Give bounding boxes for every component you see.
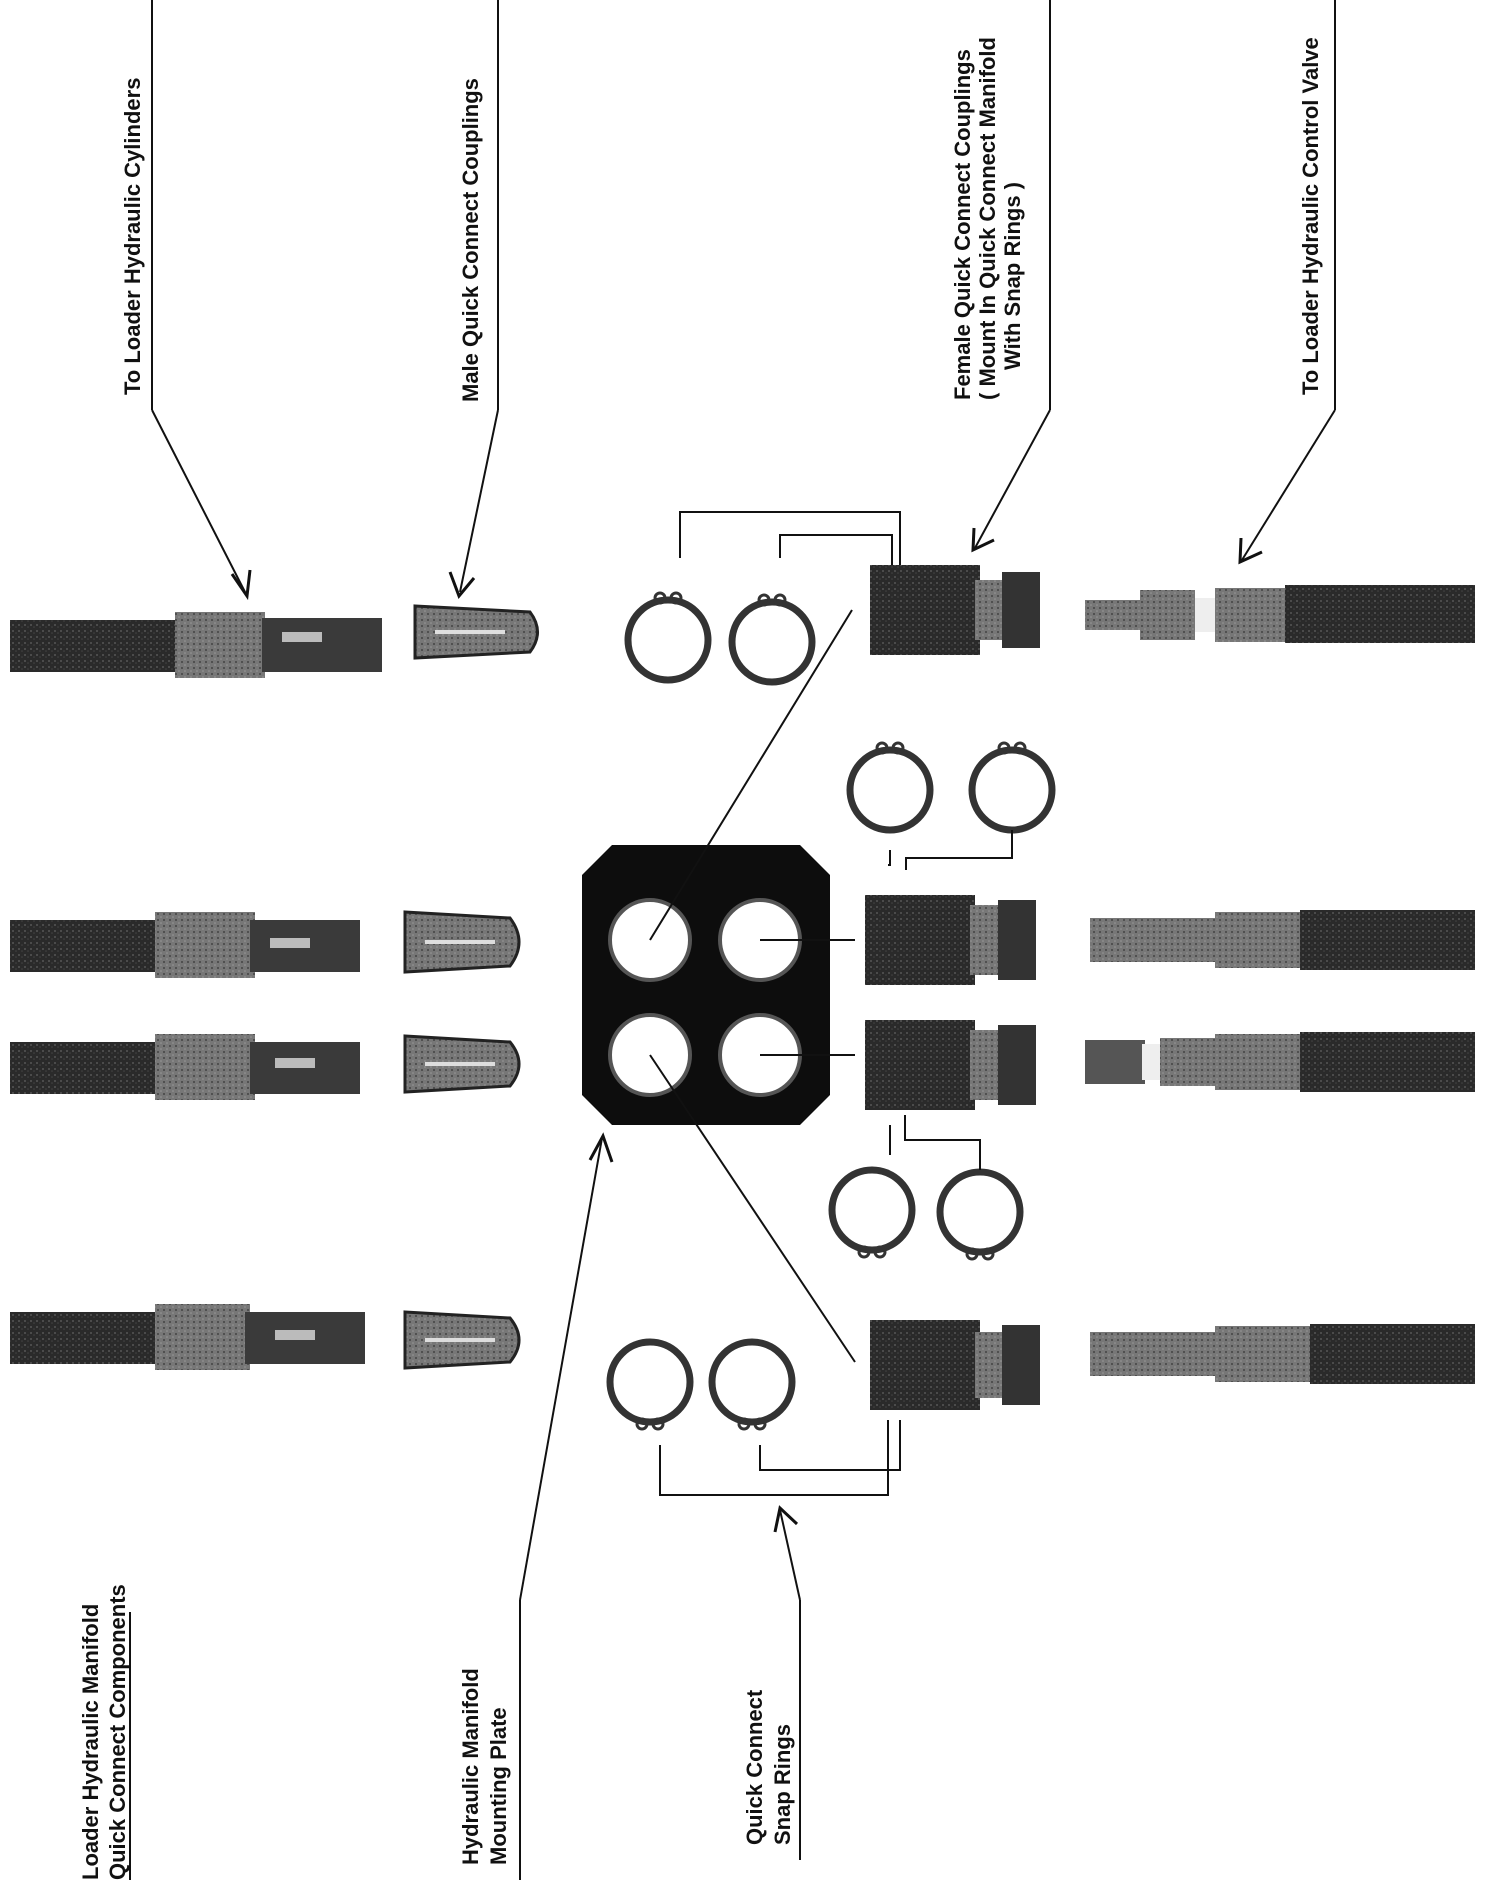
label-mounting-plate: Hydraulic Manifold Mounting Plate: [458, 1668, 511, 1865]
arrow-female-couplings: [973, 410, 1050, 550]
svg-text:Hydraulic Manifold: Hydraulic Manifold: [458, 1668, 483, 1865]
svg-text:Mounting Plate: Mounting Plate: [486, 1707, 511, 1865]
male-coupling-2: [405, 912, 519, 972]
hose-cylinder-1: [10, 612, 382, 678]
hose-valve-1: [1085, 585, 1475, 643]
arrow-mounting-plate: [520, 1136, 612, 1600]
male-coupling-4: [405, 1312, 519, 1368]
female-coupling-1: [870, 565, 1040, 655]
male-coupling-1: [415, 606, 538, 658]
label-female-couplings: Female Quick Connect Couplings ( Mount I…: [950, 37, 1025, 400]
hose-valve-4: [1090, 1324, 1475, 1384]
arrow-snap-rings: [775, 1508, 800, 1600]
hose-cylinder-3: [10, 1034, 360, 1100]
arrow-male-couplings: [450, 410, 498, 596]
snap-ring: [940, 1172, 1020, 1259]
hose-valve-3: [1085, 1032, 1475, 1092]
svg-text:Loader Hydraulic Manifold: Loader Hydraulic Manifold: [78, 1604, 103, 1880]
hose-cylinder-2: [10, 912, 360, 978]
svg-text:Quick Connect Components: Quick Connect Components: [105, 1584, 130, 1880]
svg-text:Quick Connect: Quick Connect: [742, 1689, 767, 1845]
svg-text:Snap Rings: Snap Rings: [770, 1724, 795, 1845]
snap-ring: [732, 595, 812, 682]
snap-ring: [832, 1170, 912, 1257]
arrow-to-cylinders: [152, 410, 250, 596]
label-male-couplings: Male Quick Connect Couplings: [458, 78, 483, 402]
hose-cylinder-4: [10, 1304, 365, 1370]
snap-ring: [972, 743, 1052, 830]
male-coupling-3: [405, 1036, 519, 1092]
svg-text:Female Quick Connect Couplings: Female Quick Connect Couplings: [950, 49, 975, 400]
female-coupling-3: [865, 1020, 1036, 1110]
svg-text:( Mount In Quick Connect Manif: ( Mount In Quick Connect Manifold: [975, 37, 1000, 400]
arrow-to-valve: [1240, 410, 1335, 562]
female-coupling-4: [870, 1320, 1040, 1410]
female-coupling-2: [865, 895, 1036, 985]
diagram-title: Loader Hydraulic Manifold Quick Connect …: [78, 1584, 130, 1880]
snap-ring: [610, 1342, 690, 1429]
manifold-mounting-plate: [582, 845, 830, 1125]
snap-ring: [850, 743, 930, 830]
label-to-valve: To Loader Hydraulic Control Valve: [1298, 37, 1323, 395]
label-to-cylinders: To Loader Hydraulic Cylinders: [120, 78, 145, 395]
snap-ring: [628, 593, 708, 680]
hose-valve-2: [1090, 910, 1475, 970]
label-snap-rings: Quick Connect Snap Rings: [742, 1689, 795, 1845]
svg-text:With Snap Rings ): With Snap Rings ): [1000, 182, 1025, 370]
snap-ring: [712, 1342, 792, 1429]
